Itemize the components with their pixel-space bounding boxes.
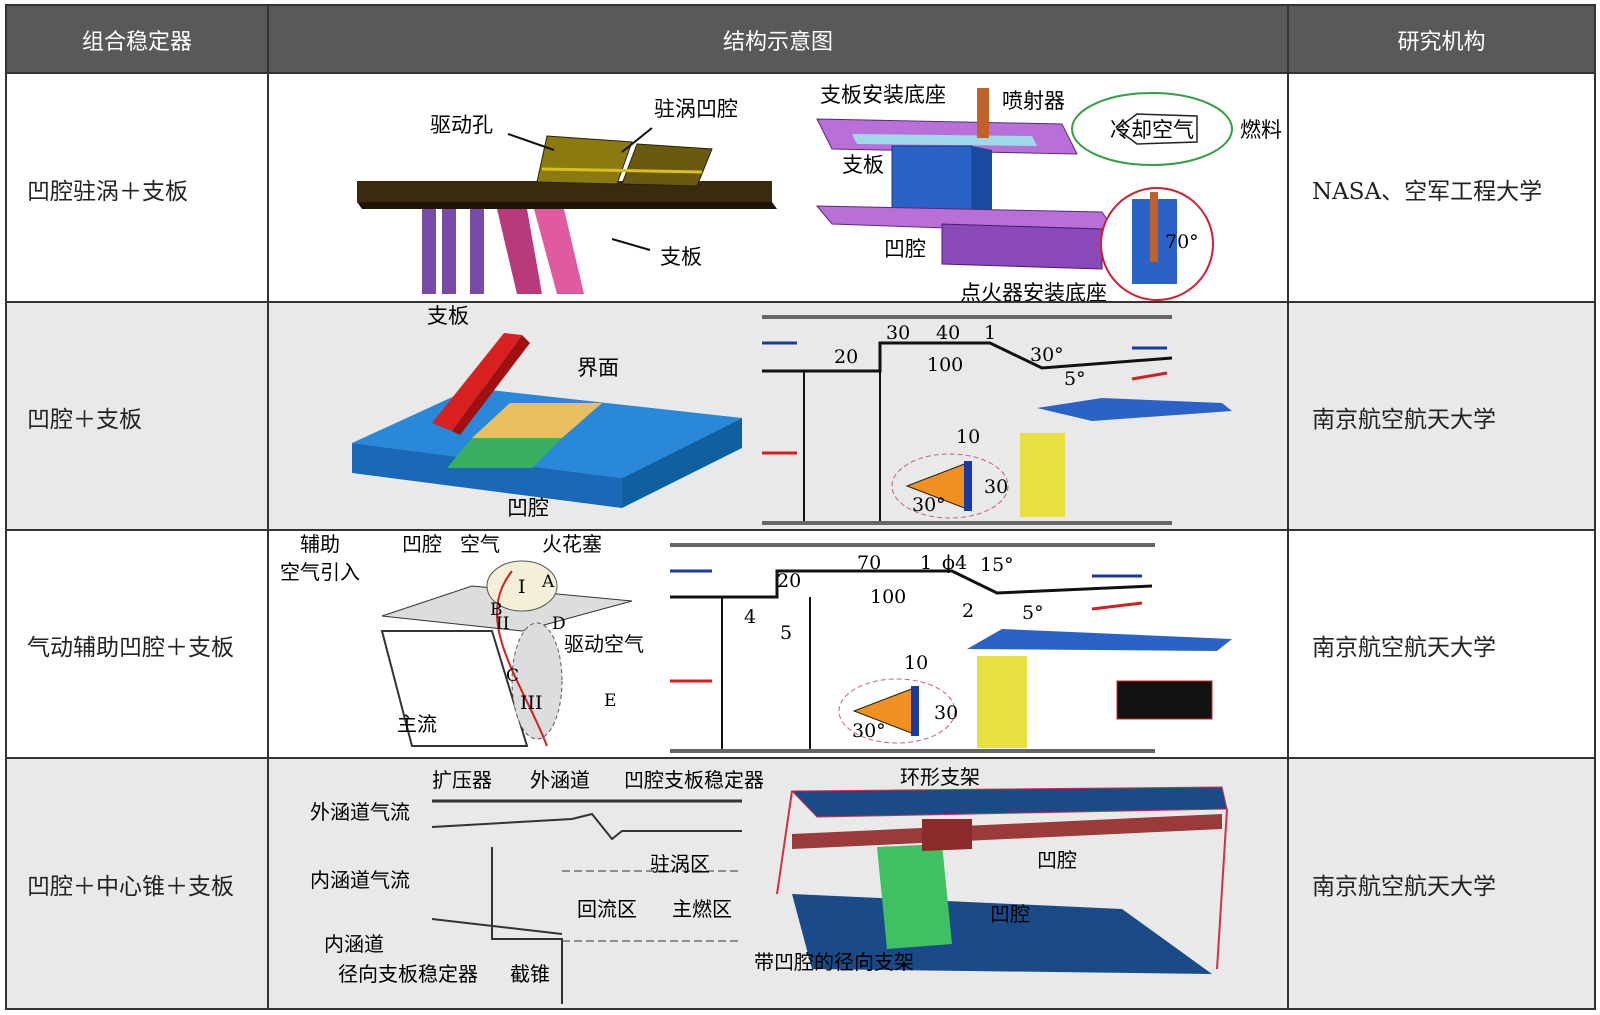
label-inner-flow: 内涵道气流 [310,868,410,892]
label-air: 空气 [460,532,500,556]
institution-name: 南京航空航天大学 [1312,873,1496,900]
label-cone: 截锥 [510,962,550,986]
institution-name: 南京航空航天大学 [1312,407,1496,433]
label-strut: 支板 [427,304,469,328]
dim-40: 40 [936,322,960,344]
label-main-comb: 主燃区 [672,897,732,921]
label-aux-air-in: 空气引入 [280,560,360,584]
dim-5: 5 [780,622,792,644]
point-B: B [490,600,503,620]
label-recirc: 回流区 [577,897,637,921]
label-radial-frame: 带凹腔的径向支架 [754,950,914,974]
label-vortex-zone: 驻涡区 [650,852,710,876]
label-fuel: 燃料 [1240,118,1282,142]
label-outer-flow: 外涵道气流 [310,800,410,824]
label-injector: 喷射器 [1002,89,1065,113]
label-cavity-strut: 凹腔支板稳定器 [624,768,764,792]
divider [7,757,1594,759]
label-vortex-cavity: 驻涡凹腔 [654,97,738,121]
label-radial-strut: 径向支板稳定器 [338,962,478,986]
label-strut: 支板 [660,245,702,269]
dim-100: 100 [870,586,906,608]
label-ring-frame: 环形支架 [900,765,980,789]
zone-2: II [496,614,509,634]
label-cooling-air: 冷却空气 [1110,118,1194,142]
table-row: 凹腔＋中心锥＋支板 扩压器 外涵道 凹腔支板稳定器 外涵道气流 内涵道气流 驻涡… [7,759,1594,1008]
label-angle-70: 70° [1165,231,1199,253]
label-outer-duct: 外涵道 [530,768,590,792]
divider [7,72,1594,74]
diagram-cavity-cone-strut: 扩压器 外涵道 凹腔支板稳定器 外涵道气流 内涵道气流 驻涡区 回流区 主燃区 … [310,765,1228,1004]
dim-100: 100 [927,354,963,376]
header-col-diagram: 结构示意图 [722,30,833,55]
label-drive-air: 驱动空气 [564,632,644,656]
dim-height-30: 30 [934,702,958,724]
angle-5: 5° [1022,602,1044,624]
angle-30: 30° [1030,344,1064,366]
dim-width-10: 10 [956,426,980,448]
divider [1287,6,1289,1008]
label-cavity: 凹腔 [884,237,926,261]
label-inner-duct: 内涵道 [324,932,384,956]
table-header: 组合稳定器 结构示意图 研究机构 [7,6,1594,74]
dim-20: 20 [777,570,801,592]
angle-tip-30: 30° [912,494,946,516]
header-col-institution: 研究机构 [1397,30,1486,55]
label-interface: 界面 [577,356,619,380]
stabilizer-name: 凹腔驻涡＋支板 [27,178,188,205]
point-E: E [604,691,616,711]
point-C: C [506,666,519,686]
label-strut-right: 支板 [842,153,884,177]
dim-1: 1 [984,322,996,344]
label-cavity: 凹腔 [507,496,549,520]
diagram-vortex-cavity-strut: 驱动孔 驻涡凹腔 支板 支板安装底座 喷射器 支板 冷却空气 燃料 凹腔 70°… [357,83,1282,303]
point-D: D [552,614,566,634]
table-row: 凹腔＋支板 支板 界面 凹腔 30 40 1 20 10 [7,303,1594,531]
table-row: 凹腔驻涡＋支板 驱动孔 驻涡凹腔 支板 [7,74,1594,303]
stabilizer-name: 凹腔＋支板 [27,407,142,433]
dim-20: 20 [834,346,858,368]
diagram-aerodynamic-cavity-strut: 辅助 空气引入 凹腔 空气 火花塞 I II III A B C D E 驱动空… [280,532,1232,753]
label-mount-base: 支板安装底座 [820,83,946,107]
divider [7,301,1594,303]
dim-1: 1 [920,552,932,574]
zone-1: I [518,576,526,598]
angle-5: 5° [1064,368,1086,390]
institution-name: 南京航空航天大学 [1312,635,1496,661]
dim-30: 30 [886,322,910,344]
institution-name: NASA、空军工程大学 [1312,178,1543,205]
dim-width-10: 10 [904,652,928,674]
divider [267,6,269,1008]
stabilizer-name: 气动辅助凹腔＋支板 [27,635,234,661]
comparison-table: 组合稳定器 结构示意图 研究机构 凹腔驻涡＋支板 驱动孔 驻涡凹腔 支板 [5,4,1596,1010]
label-main-flow: 主流 [397,712,437,736]
dim-phi4: ϕ4 [942,552,967,574]
divider [7,529,1594,531]
label-aux: 辅助 [300,532,340,556]
dim-70: 70 [857,552,881,574]
label-diffuser: 扩压器 [432,768,492,792]
diagram-cavity-strut: 支板 界面 凹腔 30 40 1 20 100 30° 5° 10 30 [352,304,1232,525]
label-drive-hole: 驱动孔 [430,113,493,137]
stabilizer-name: 凹腔＋中心锥＋支板 [27,873,234,900]
dim-height-30: 30 [984,476,1008,498]
label-cavity: 凹腔 [402,532,442,556]
label-spark: 火花塞 [542,532,602,556]
zone-3: III [520,692,543,714]
header-col-stabilizer: 组合稳定器 [81,30,192,55]
dim-4: 4 [744,606,756,628]
point-A: A [541,572,555,592]
label-igniter-base: 点火器安装底座 [960,281,1107,303]
label-cavity-upper: 凹腔 [1037,848,1077,872]
angle-15: 15° [980,554,1014,576]
angle-tip-30: 30° [852,720,886,742]
label-cavity-lower: 凹腔 [990,902,1030,926]
dim-2: 2 [962,600,974,622]
table-row: 气动辅助凹腔＋支板 辅助 空气引入 凹腔 空气 火花塞 I II III A B… [7,531,1594,759]
